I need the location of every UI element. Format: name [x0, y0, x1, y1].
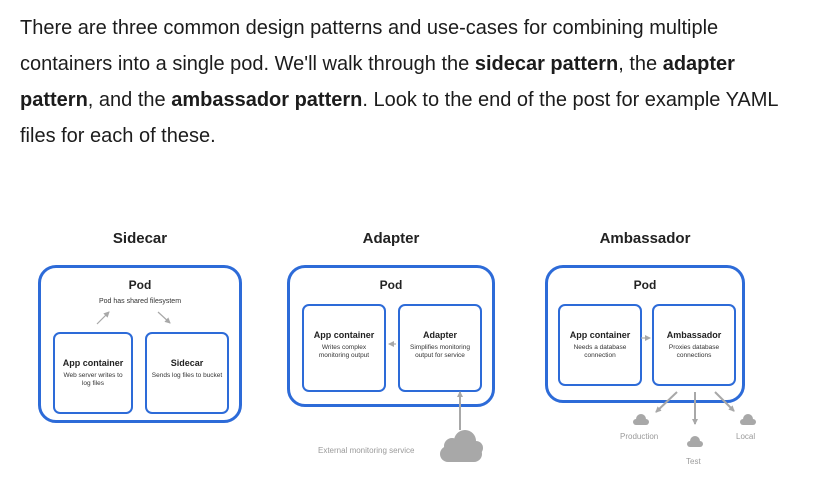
intro-bold-sidecar: sidecar pattern: [474, 53, 619, 75]
intro-text-4: . Look to the end of the post for exampl…: [20, 89, 778, 147]
ambassador-title: Ambassador: [599, 230, 691, 247]
cloud-icon: [440, 430, 483, 462]
ambassador-box-desc: Proxies database connections: [668, 344, 720, 359]
ambassador-box: Ambassador Proxies database connections: [652, 304, 736, 386]
sidecar-arrow-down: [157, 311, 171, 324]
intro-text-3: , and the: [87, 89, 172, 111]
adapter-title: Adapter: [362, 230, 420, 247]
ambassador-app-desc: Needs a database connection: [573, 344, 627, 359]
external-monitoring-label: External monitoring service: [318, 446, 415, 455]
env-local-label: Local: [736, 432, 756, 441]
ambassador-to-local-arrow: [714, 391, 735, 412]
adapter-app-desc: Writes complex monitoring output: [318, 344, 370, 359]
sidecar-side-title: Sidecar: [170, 358, 204, 368]
adapter-box-desc: Simplifies monitoring output for service: [410, 344, 470, 359]
intro-bold-ambassador: ambassador pattern: [171, 89, 363, 111]
cloud-icon: [740, 414, 756, 425]
ambassador-pod: Pod App container Needs a database conne…: [545, 265, 745, 403]
intro-text-1: There are three common design patterns a…: [20, 17, 719, 75]
sidecar-pod-subtitle: Pod has shared filesystem: [98, 298, 182, 305]
env-test-label: Test: [686, 457, 701, 466]
ambassador-app-container-box: App container Needs a database connectio…: [558, 304, 642, 386]
cloud-icon: [633, 414, 649, 425]
intro-bold-adapter: adapter pattern: [20, 53, 735, 111]
adapter-app-container-box: App container Writes complex monitoring …: [302, 304, 386, 392]
adapter-pod: Pod App container Writes complex monitor…: [287, 265, 495, 407]
sidecar-app-desc: Web server writes to log files: [63, 372, 123, 387]
adapter-pod-label: Pod: [379, 278, 403, 292]
env-production-label: Production: [620, 432, 659, 441]
sidecar-side-desc: Sends log files to bucket: [151, 372, 223, 379]
adapter-box: Adapter Simplifies monitoring output for…: [398, 304, 482, 392]
cloud-icon: [687, 436, 703, 447]
sidecar-title: Sidecar: [112, 230, 168, 247]
sidecar-pod: Pod Pod has shared filesystem App contai…: [38, 265, 242, 423]
ambassador-app-title: App container: [569, 330, 631, 340]
sidecar-app-container-box: App container Web server writes to log f…: [53, 332, 133, 414]
adapter-app-title: App container: [313, 330, 375, 340]
intro-paragraph: There are three common design patterns a…: [20, 10, 800, 154]
ambassador-pod-label: Pod: [633, 278, 657, 292]
sidecar-container-box: Sidecar Sends log files to bucket: [145, 332, 229, 414]
intro-text-2: , the: [618, 53, 663, 75]
sidecar-app-title: App container: [62, 358, 124, 368]
ambassador-to-production-arrow: [655, 391, 678, 413]
sidecar-arrow-up: [96, 311, 110, 325]
adapter-box-title: Adapter: [422, 330, 457, 340]
sidecar-pod-label: Pod: [128, 278, 152, 292]
ambassador-box-title: Ambassador: [666, 330, 722, 340]
